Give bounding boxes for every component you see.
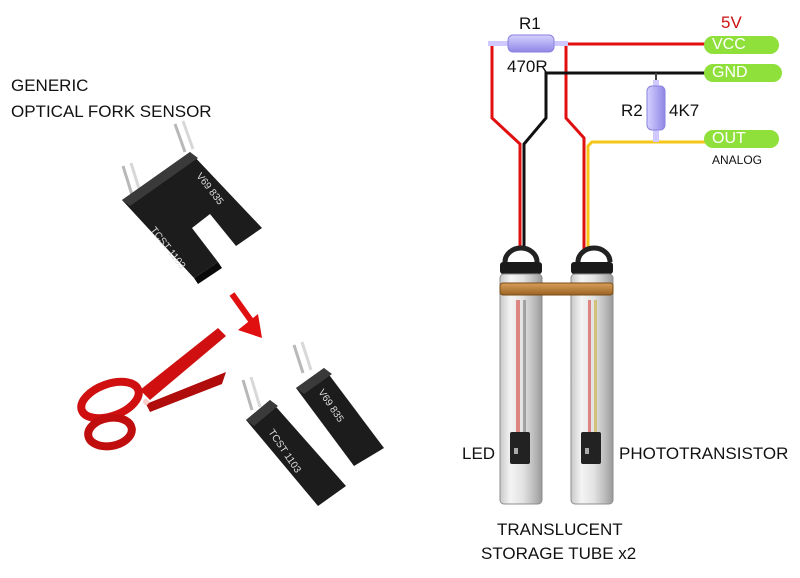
pin-vcc: VCC [704,36,779,54]
r2-value: 4K7 [669,101,700,120]
resistor-r1 [488,34,568,53]
tube-band [499,282,614,296]
phototransistor-label: PHOTOTRANSISTOR [619,444,789,463]
tube-phototransistor [570,245,614,505]
tube-label-line-1: TRANSLUCENT [497,520,623,539]
title-line-2: OPTICAL FORK SENSOR [11,102,212,121]
gnd-wire [522,71,706,250]
pin-out: OUT [704,130,779,148]
out-type-label: ANALOG [712,153,763,167]
r1-value: 470R [507,57,548,76]
tube-led [499,245,543,505]
tube-label-line-2: STORAGE TUBE x2 [481,544,637,563]
r1-name: R1 [519,14,541,33]
fork-sensor-half-1 [241,376,346,506]
r1-right-wire [560,42,586,250]
resistor-r2 [646,80,666,142]
led-label: LED [462,444,496,463]
scissors-icon [77,328,226,451]
title-line-1: GENERIC [11,76,89,95]
out-wire [586,140,706,250]
supply-voltage: 5V [721,13,742,32]
fork-sensor-half-2 [292,341,384,466]
r2-name: R2 [621,101,643,120]
cut-arrow-icon [229,292,262,338]
pin-gnd: GND [704,64,782,82]
fork-sensor-whole [121,120,262,284]
